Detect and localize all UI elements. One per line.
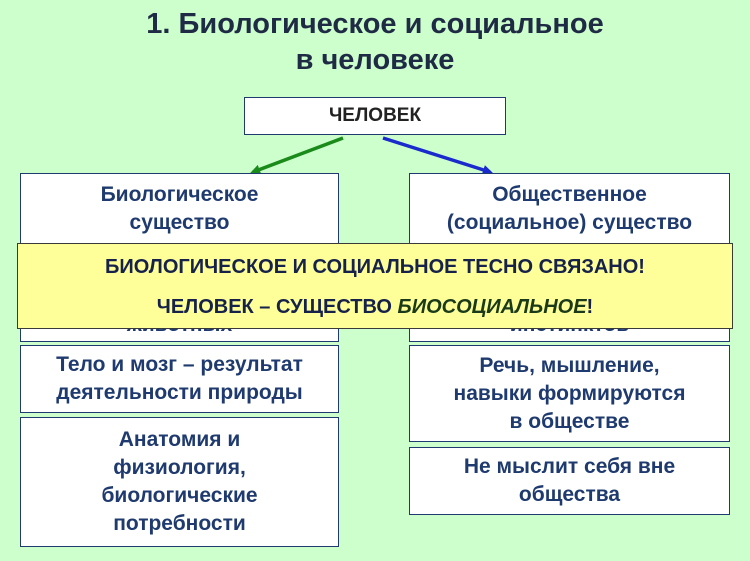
banner-line-2-emphasis: БИОСОЦИАЛЬНОЕ <box>397 296 587 318</box>
item-line: общества <box>518 483 621 506</box>
social-header-line-2: (социальное) существо <box>446 211 693 234</box>
item-line: Не мыслит себя вне <box>463 455 676 478</box>
social-header-box: Общественное (социальное) существо <box>409 173 730 245</box>
conclusion-banner: БИОЛОГИЧЕСКОЕ И СОЦИАЛЬНОЕ ТЕСНО СВЯЗАНО… <box>17 243 733 329</box>
item-line: Анатомия и <box>118 428 241 451</box>
root-box-human: ЧЕЛОВЕК <box>244 97 506 135</box>
item-line: биологические <box>101 484 258 507</box>
banner-line-2: ЧЕЛОВЕК – СУЩЕСТВО БИОСОЦИАЛЬНОЕ! <box>18 296 732 319</box>
item-line: Речь, мышление, <box>479 353 660 377</box>
social-header-line-1: Общественное <box>492 183 647 206</box>
social-item-society: Не мыслит себя вне общества <box>409 447 730 515</box>
title-line-2: в человеке <box>295 44 455 76</box>
biological-header-line-1: Биологическое <box>100 183 259 206</box>
title-line-1: 1. Биологическое и социальное <box>146 8 604 40</box>
item-line: в обществе <box>509 409 630 433</box>
biological-item-anatomy: Анатомия и физиология, биологические пот… <box>20 417 339 547</box>
item-line: навыки формируются <box>453 381 686 405</box>
biological-header-line-2: существо <box>129 211 230 234</box>
arrow-to-social <box>382 136 493 175</box>
item-line: физиология, <box>113 456 246 479</box>
slide-title: 1. Биологическое и социальное в человеке <box>0 6 750 78</box>
item-line: потребности <box>113 512 246 535</box>
banner-line-1: БИОЛОГИЧЕСКОЕ И СОЦИАЛЬНОЕ ТЕСНО СВЯЗАНО… <box>105 256 645 278</box>
root-label: ЧЕЛОВЕК <box>328 105 422 126</box>
banner-line-2-suffix: ! <box>586 296 594 318</box>
biological-item-body-brain: Тело и мозг – результат деятельности при… <box>20 345 339 413</box>
biological-header-box: Биологическое существо <box>20 173 339 245</box>
social-item-speech: Речь, мышление, навыки формируются в общ… <box>409 345 730 442</box>
banner-line-2-prefix: ЧЕЛОВЕК – СУЩЕСТВО <box>156 296 398 318</box>
item-line: Тело и мозг – результат <box>56 353 303 376</box>
item-line: деятельности природы <box>56 381 303 404</box>
arrow-to-biological <box>250 136 344 175</box>
